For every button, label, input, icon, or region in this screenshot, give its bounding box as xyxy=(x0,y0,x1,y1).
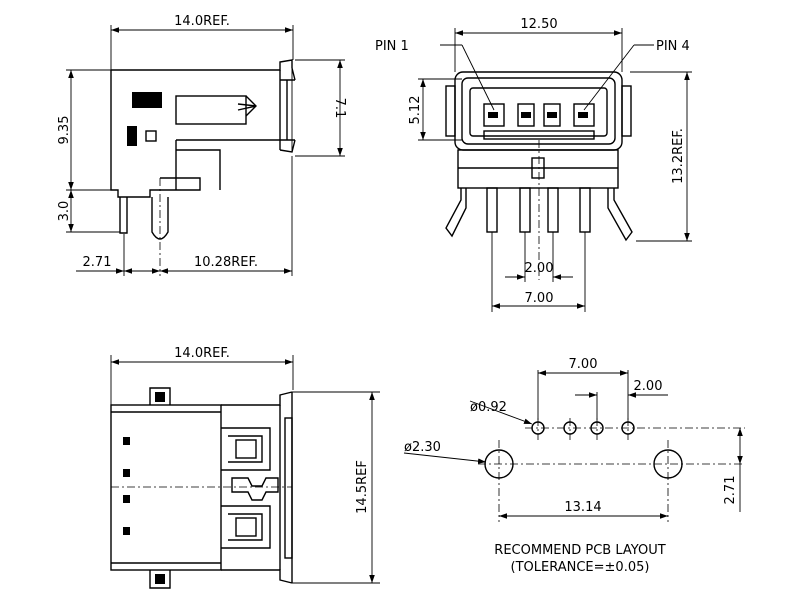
top-length-label: 14.5REF xyxy=(355,460,370,514)
front-view: 12.50 PIN 1 PIN 4 xyxy=(375,17,692,312)
side-left-offset-label: 2.71 xyxy=(83,255,112,270)
front-pin-pitch-label: 2.00 xyxy=(525,261,554,276)
side-right-offset-label: 10.28REF. xyxy=(194,255,258,270)
side-width-label: 14.0REF. xyxy=(174,14,230,29)
top-view: 14.0REF. 14.5REF xyxy=(110,346,380,589)
pin4-label: PIN 4 xyxy=(656,39,690,54)
pcb-large-hole-label: ø2.30 xyxy=(404,440,441,455)
side-right-height-label: 7.1 xyxy=(332,98,347,119)
front-pin-span-label: 7.00 xyxy=(525,291,554,306)
pcb-layout: 7.00 2.00 ø0.92 ø2.30 13.14 2.71 xyxy=(403,357,745,575)
pcb-pitch-label: 2.00 xyxy=(634,379,663,394)
pin1-label: PIN 1 xyxy=(375,39,409,54)
front-width-label: 12.50 xyxy=(520,17,557,32)
pcb-large-hole-span-label: 13.14 xyxy=(564,500,601,515)
front-total-height-label: 13.2REF. xyxy=(671,128,686,184)
side-view: 14.0REF. 9.35 3.0 7.1 xyxy=(57,14,347,276)
pcb-caption-line1: RECOMMEND PCB LAYOUT xyxy=(494,543,665,558)
side-pin-length-label: 3.0 xyxy=(57,201,72,222)
pcb-span-label: 7.00 xyxy=(569,357,598,372)
front-height-label: 5.12 xyxy=(408,96,423,125)
side-height-label: 9.35 xyxy=(57,116,72,145)
pcb-offset-label: 2.71 xyxy=(723,476,738,505)
top-width-label: 14.0REF. xyxy=(174,346,230,361)
pcb-caption-line2: (TOLERANCE=±0.05) xyxy=(511,560,650,575)
